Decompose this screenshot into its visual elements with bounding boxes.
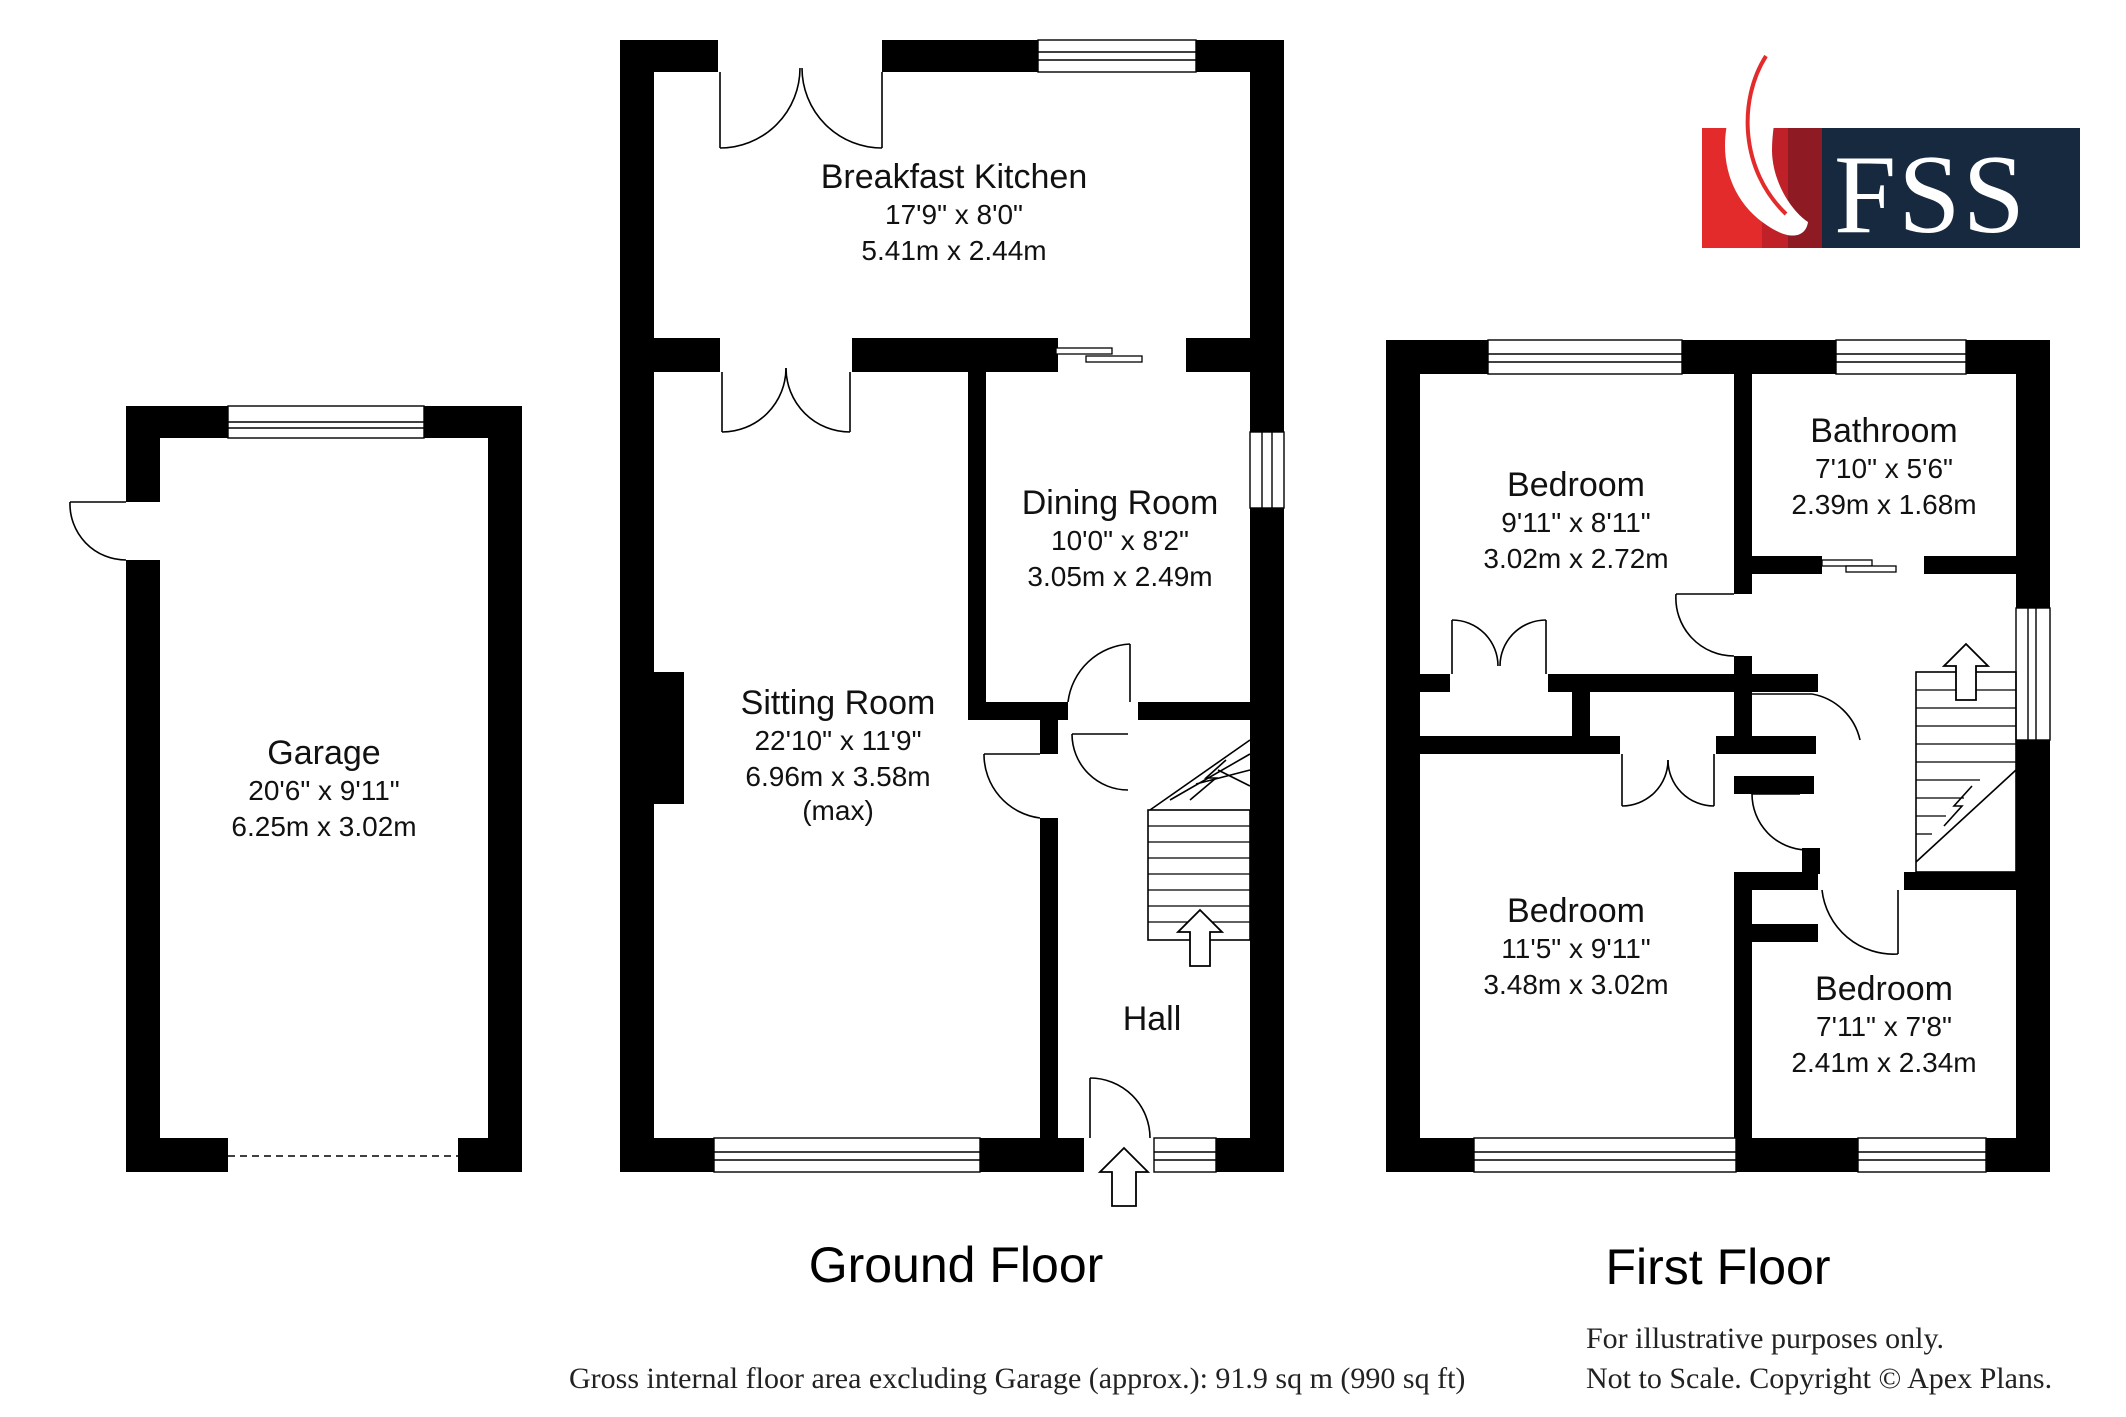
room-size-metric: 6.96m x 3.58m xyxy=(745,761,930,792)
logo-text: FSS xyxy=(1834,133,2027,257)
french-doors xyxy=(719,67,883,149)
room-label-bedroom-2: Bedroom 11'5" x 9'11" 3.48m x 3.02m xyxy=(1483,892,1668,1000)
wardrobe-doors xyxy=(1451,619,1547,674)
room-label-hall: Hall xyxy=(1123,1000,1182,1038)
window xyxy=(1857,1137,1987,1173)
room-size-imperial: 11'5" x 9'11" xyxy=(1501,933,1650,964)
sliding-door xyxy=(1821,559,1897,573)
feather-icon xyxy=(1724,52,1808,236)
room-name: Bedroom xyxy=(1507,892,1645,930)
gross-area-note: Gross internal floor area excluding Gara… xyxy=(569,1362,1465,1395)
room-name: Garage xyxy=(267,734,380,772)
door xyxy=(1067,643,1131,703)
room-name: Hall xyxy=(1123,1000,1182,1038)
window xyxy=(227,405,425,439)
first-floor-plan xyxy=(1386,339,2051,1173)
room-label-dining-room: Dining Room 10'0" x 8'2" 3.05m x 2.49m xyxy=(1022,484,1219,592)
window xyxy=(2015,607,2051,741)
room-name: Bathroom xyxy=(1810,412,1957,450)
sliding-door xyxy=(1055,347,1143,363)
room-size-metric: 6.25m x 3.02m xyxy=(231,811,416,842)
window xyxy=(1473,1137,1737,1173)
arrow-up-icon xyxy=(1941,642,1991,701)
door xyxy=(1752,693,1861,741)
room-label-garage: Garage 20'6" x 9'11" 6.25m x 3.02m xyxy=(231,734,416,842)
disclaimer-line-1: For illustrative purposes only. xyxy=(1586,1322,1944,1355)
wardrobe-doors xyxy=(1621,754,1715,807)
room-size-imperial: 22'10" x 11'9" xyxy=(754,725,921,756)
door xyxy=(1821,889,1899,955)
room-size-imperial: 20'6" x 9'11" xyxy=(248,775,399,806)
room-size-metric: 5.41m x 2.44m xyxy=(861,235,1046,266)
entrance-arrow-icon xyxy=(1097,1146,1151,1207)
door xyxy=(1751,793,1807,851)
room-label-bedroom-3: Bedroom 7'11" x 7'8" 2.41m x 2.34m xyxy=(1791,970,1976,1078)
door xyxy=(1071,733,1129,791)
room-size-imperial: 10'0" x 8'2" xyxy=(1051,525,1189,556)
room-size-imperial: 9'11" x 8'11" xyxy=(1501,507,1650,538)
side-door xyxy=(69,501,127,561)
french-doors xyxy=(721,367,851,433)
disclaimer-line-2: Not to Scale. Copyright © Apex Plans. xyxy=(1586,1362,2052,1395)
room-size-imperial: 7'11" x 7'8" xyxy=(1816,1011,1952,1042)
room-name: Dining Room xyxy=(1022,484,1219,522)
room-label-sitting-room: Sitting Room 22'10" x 11'9" 6.96m x 3.58… xyxy=(741,684,936,826)
floor-title-first: First Floor xyxy=(1606,1239,1831,1295)
window xyxy=(1249,431,1285,509)
ground-floor-plan xyxy=(620,39,1285,1207)
room-size-metric: 3.48m x 3.02m xyxy=(1483,969,1668,1000)
arrow-up-icon xyxy=(1175,908,1225,967)
room-size-metric: 2.39m x 1.68m xyxy=(1791,489,1976,520)
room-label-bathroom: Bathroom 7'10" x 5'6" 2.39m x 1.68m xyxy=(1791,412,1976,520)
window xyxy=(1487,339,1683,375)
garage-plan xyxy=(69,405,522,1172)
window xyxy=(1153,1137,1217,1173)
window xyxy=(1037,39,1197,73)
room-name: Sitting Room xyxy=(741,684,936,722)
front-door xyxy=(1089,1077,1151,1139)
fss-logo: FSS xyxy=(1702,52,2080,257)
room-size-imperial: 17'9" x 8'0" xyxy=(885,199,1023,230)
staircase xyxy=(1915,671,2017,873)
room-name: Bedroom xyxy=(1815,970,1953,1008)
window xyxy=(1835,339,1967,375)
window xyxy=(713,1137,981,1173)
room-size-metric: 3.02m x 2.72m xyxy=(1483,543,1668,574)
floor-title-ground: Ground Floor xyxy=(809,1237,1104,1293)
door xyxy=(1675,593,1735,657)
room-name: Breakfast Kitchen xyxy=(821,158,1087,196)
room-name: Bedroom xyxy=(1507,466,1645,504)
room-size-metric: 2.41m x 2.34m xyxy=(1791,1047,1976,1078)
room-label-bedroom-1: Bedroom 9'11" x 8'11" 3.02m x 2.72m xyxy=(1483,466,1668,574)
room-size-imperial: 7'10" x 5'6" xyxy=(1815,453,1953,484)
room-label-breakfast-kitchen: Breakfast Kitchen 17'9" x 8'0" 5.41m x 2… xyxy=(821,158,1087,266)
room-size-metric: 3.05m x 2.49m xyxy=(1027,561,1212,592)
door xyxy=(983,753,1041,819)
room-size-note: (max) xyxy=(802,795,874,826)
